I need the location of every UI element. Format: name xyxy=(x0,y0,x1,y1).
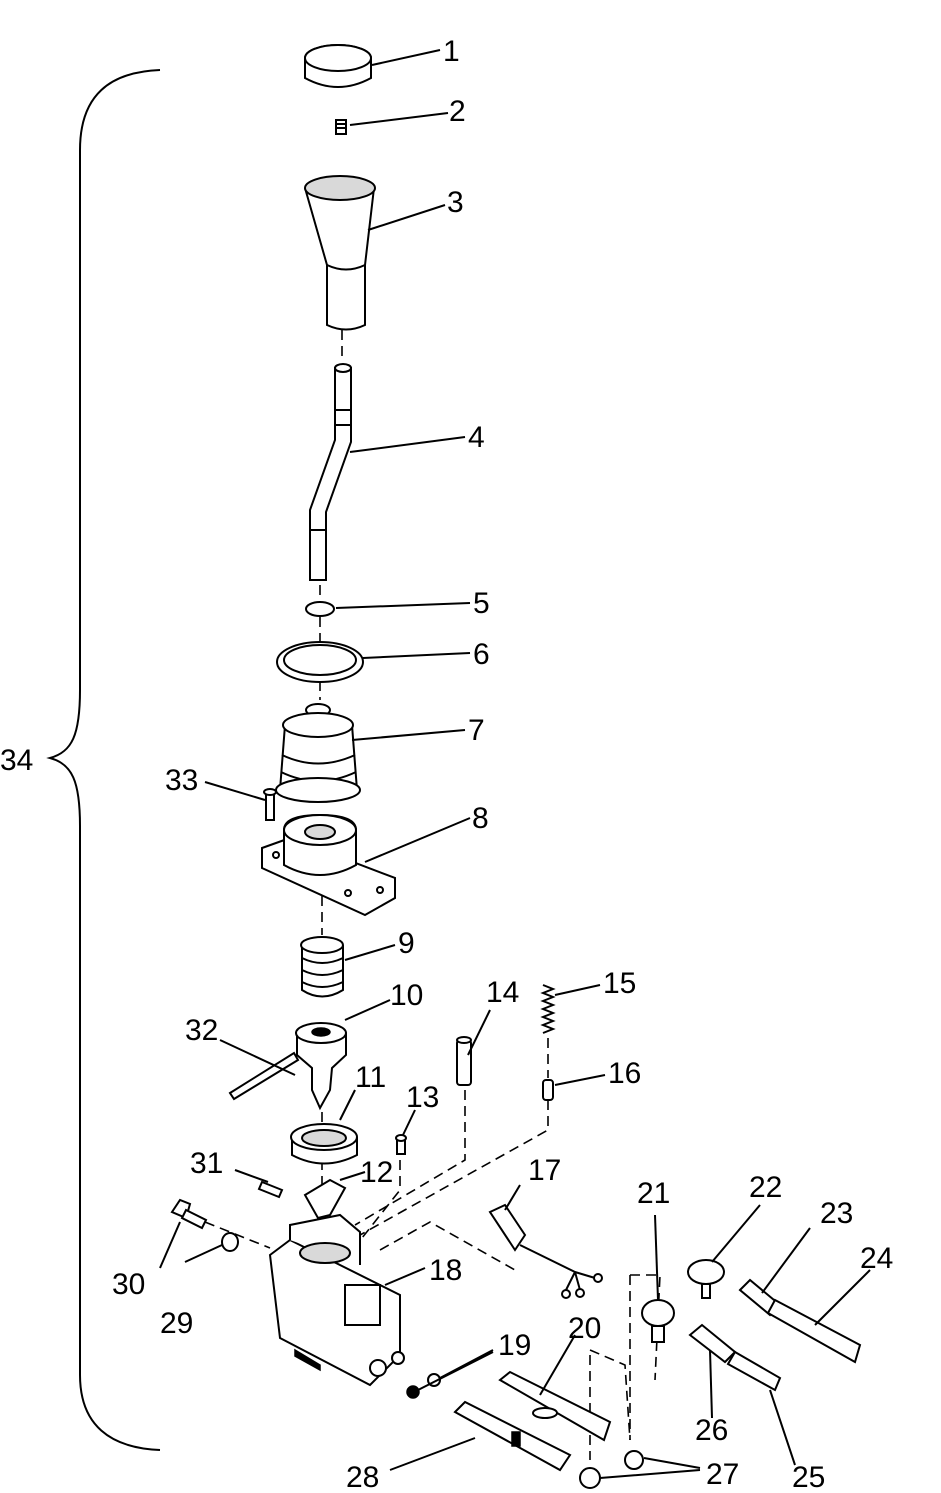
part-17-switch xyxy=(488,1203,603,1299)
callout-1: 1 xyxy=(443,35,460,68)
callout-21: 21 xyxy=(637,1177,670,1210)
callout-5: 5 xyxy=(473,587,490,620)
callout-8: 8 xyxy=(472,802,489,835)
part-29-washer xyxy=(221,1232,239,1252)
part-22-rod-end xyxy=(687,1259,725,1299)
callout-33: 33 xyxy=(165,764,198,797)
centerline-bracket xyxy=(379,1221,516,1271)
part-8-housing xyxy=(261,813,396,917)
part-26-fitting xyxy=(688,1323,737,1364)
callout-9: 9 xyxy=(398,927,415,960)
callout-32: 32 xyxy=(185,1014,218,1047)
callout-23: 23 xyxy=(820,1197,853,1230)
part-10-pivot xyxy=(295,1022,347,1111)
callout-13: 13 xyxy=(406,1081,439,1114)
callout-12: 12 xyxy=(360,1156,393,1189)
centerline-12 xyxy=(361,1160,401,1239)
centerline-21 xyxy=(630,1274,661,1381)
callout-17: 17 xyxy=(528,1154,561,1187)
callout-4: 4 xyxy=(468,421,485,454)
part-2-set-screw xyxy=(335,119,347,135)
leader-lines xyxy=(159,49,871,1479)
callout-31: 31 xyxy=(190,1147,223,1180)
callout-11: 11 xyxy=(355,1061,386,1094)
callout-25: 25 xyxy=(792,1461,825,1493)
part-3-grip xyxy=(304,175,376,331)
part-16-detent xyxy=(542,1079,554,1101)
part-25-cable xyxy=(726,1350,782,1392)
part-19-nuts xyxy=(406,1373,441,1399)
part-12-plate xyxy=(303,1178,347,1220)
part-6-retaining-ring xyxy=(276,641,364,683)
callout-22: 22 xyxy=(749,1171,782,1204)
part-13-screw xyxy=(395,1134,407,1155)
callout-16: 16 xyxy=(608,1057,641,1090)
callout-18: 18 xyxy=(429,1254,462,1287)
callouts: 1 2 3 4 5 6 7 8 9 10 11 12 13 14 15 16 1… xyxy=(0,35,893,1493)
callout-14: 14 xyxy=(486,976,519,1009)
assembly-brace xyxy=(46,69,161,1451)
part-9-bellows xyxy=(300,936,344,998)
callout-30: 30 xyxy=(112,1268,145,1301)
part-7-boot xyxy=(275,703,361,803)
part-31-pin xyxy=(257,1180,284,1199)
callout-7: 7 xyxy=(468,714,485,747)
part-33-screw xyxy=(263,788,277,821)
part-28-rod xyxy=(453,1400,572,1472)
part-32-pin xyxy=(228,1051,300,1101)
callout-29: 29 xyxy=(160,1307,193,1340)
part-30-bolt xyxy=(170,1198,208,1230)
callout-20: 20 xyxy=(568,1312,601,1345)
part-5-ring xyxy=(305,601,335,617)
callout-26: 26 xyxy=(695,1414,728,1447)
callout-24: 24 xyxy=(860,1242,893,1275)
part-4-shift-lever xyxy=(309,363,352,581)
callout-28: 28 xyxy=(346,1461,379,1493)
callout-2: 2 xyxy=(449,95,466,128)
part-18-base-housing xyxy=(268,1213,405,1387)
callout-19: 19 xyxy=(498,1329,531,1362)
centerline-20 xyxy=(589,1349,631,1441)
part-24-cable xyxy=(766,1298,862,1364)
part-27-nuts xyxy=(579,1450,644,1489)
part-14-pin xyxy=(456,1036,472,1086)
callout-3: 3 xyxy=(447,186,464,219)
centerline-bolt30 xyxy=(204,1221,271,1249)
part-15-spring xyxy=(540,984,556,1034)
callout-27: 27 xyxy=(706,1458,739,1491)
part-11-collar xyxy=(290,1123,358,1165)
part-20-link xyxy=(498,1370,612,1442)
part-21-ball-joint xyxy=(641,1299,675,1343)
centerline-16 xyxy=(359,1100,549,1236)
callout-10: 10 xyxy=(390,979,423,1012)
callout-15: 15 xyxy=(603,967,636,1000)
callout-6: 6 xyxy=(473,638,490,671)
part-1-knob-cap xyxy=(304,44,372,88)
callout-34: 34 xyxy=(0,744,33,777)
centerline-pin14 xyxy=(354,1090,466,1226)
